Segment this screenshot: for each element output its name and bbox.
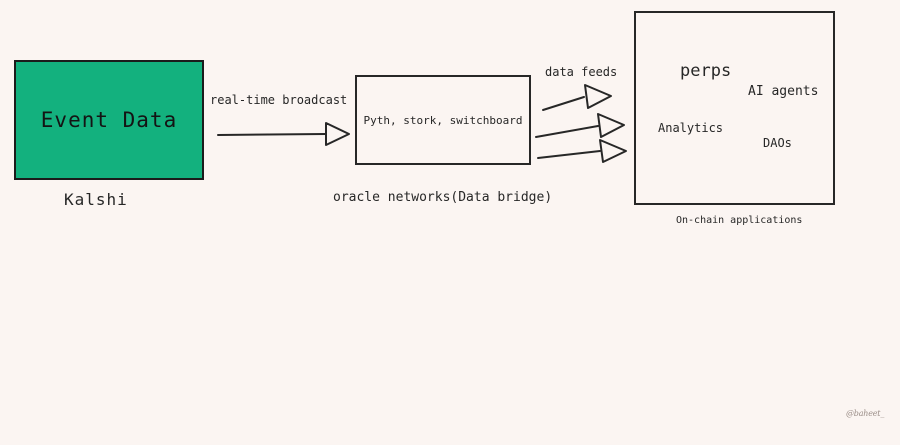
onchain-item-analytics: Analytics	[658, 121, 724, 135]
oracle-networks-node-label: Pyth, stork, switchboard	[363, 113, 523, 127]
onchain-applications-node-caption: On-chain applications	[676, 215, 803, 226]
event-data-node[interactable]: Event Data	[14, 60, 204, 180]
arrow-oracle-to-onchain-top	[542, 84, 612, 111]
oracle-networks-node-caption: oracle networks(Data bridge)	[333, 190, 553, 205]
onchain-item-daos: DAOs	[763, 136, 792, 150]
oracle-networks-node[interactable]: Pyth, stork, switchboard	[355, 75, 531, 165]
edge-label-data-feeds: data feeds	[545, 65, 618, 79]
edge-label-real-time-broadcast: real-time broadcast	[210, 93, 348, 107]
onchain-item-ai-agents: AI agents	[748, 84, 819, 99]
watermark: @baheet_	[846, 409, 885, 418]
event-data-node-caption: Kalshi	[64, 190, 128, 209]
event-data-node-label: Event Data	[40, 108, 178, 132]
onchain-item-perps: perps	[680, 61, 732, 81]
arrow-oracle-to-onchain-middle	[535, 113, 625, 138]
arrow-event-data-to-oracle	[217, 122, 350, 146]
onchain-applications-node[interactable]	[634, 11, 835, 205]
arrow-oracle-to-onchain-bottom	[537, 139, 627, 163]
